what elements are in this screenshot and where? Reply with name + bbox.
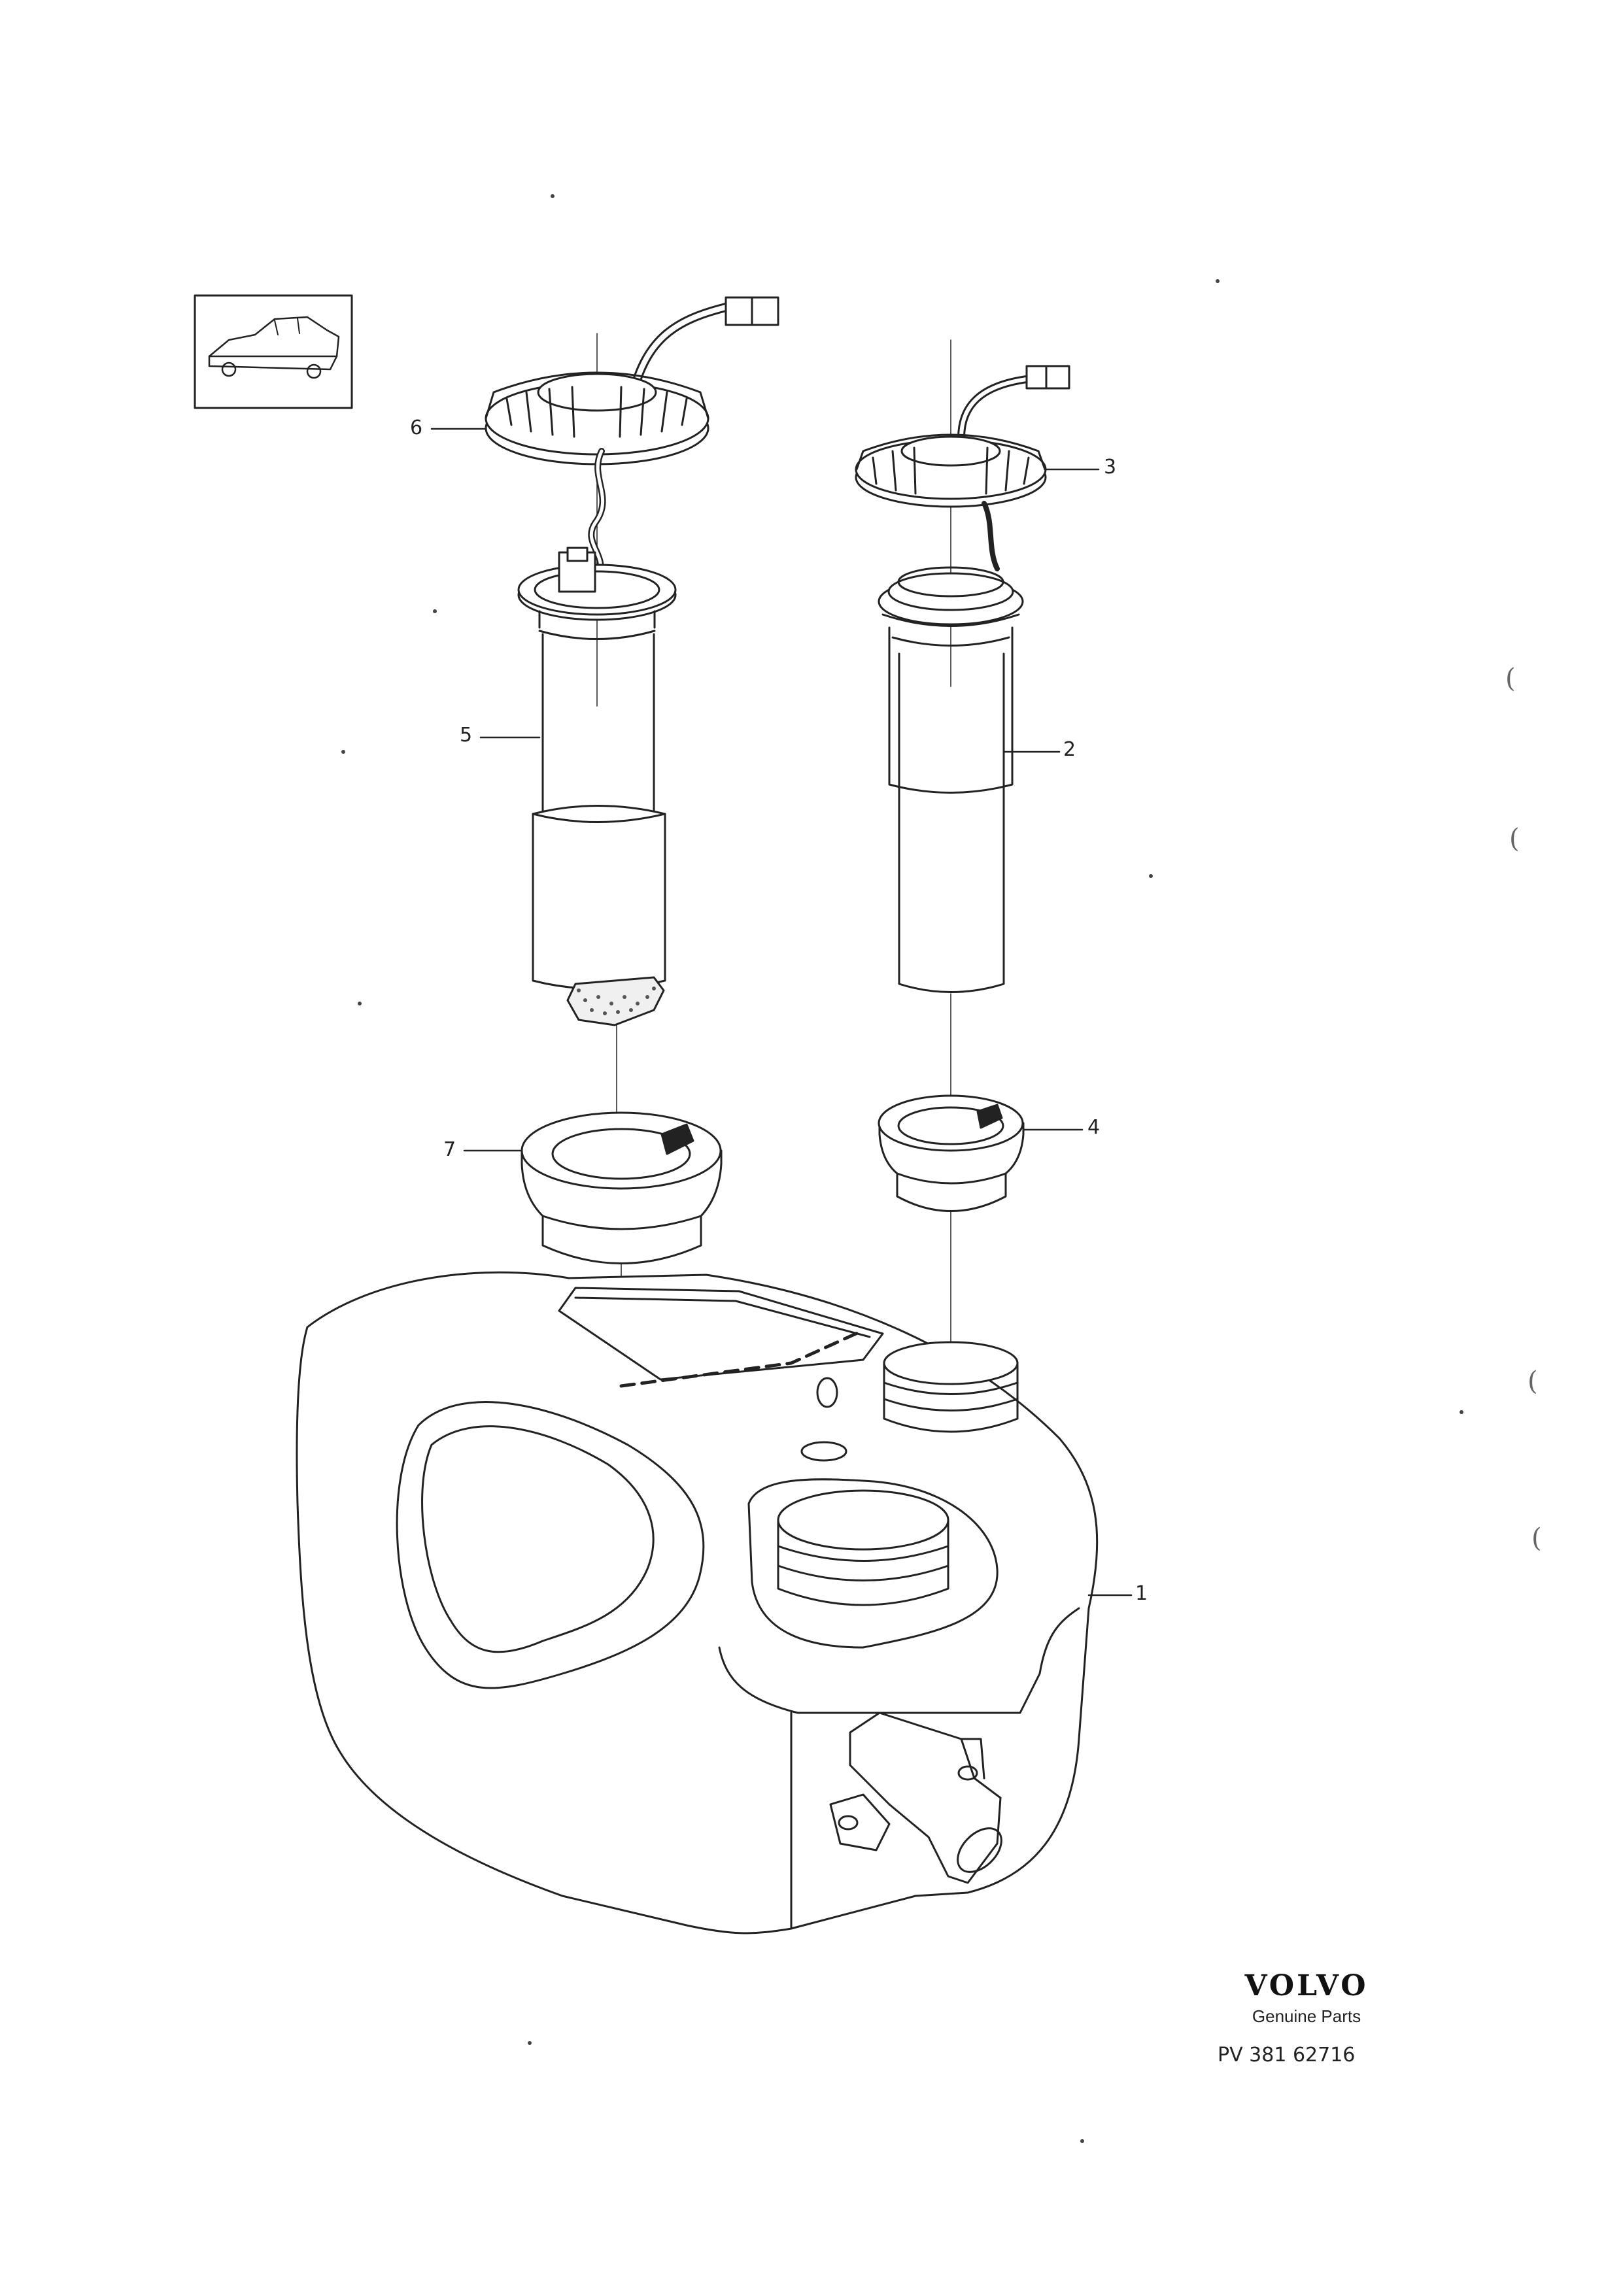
sedan-car-icon bbox=[194, 294, 353, 409]
brand-subtitle: Genuine Parts bbox=[1252, 2006, 1361, 2026]
callout-leaders bbox=[430, 428, 1133, 1596]
callout-1: 1 bbox=[1135, 1582, 1148, 1605]
fuel-pump bbox=[517, 448, 677, 1026]
brand-block: VOLVO Genuine Parts bbox=[1208, 1969, 1405, 2027]
fuel-tank bbox=[296, 1271, 1099, 1934]
callout-6: 6 bbox=[410, 416, 423, 439]
margin-mark: ( bbox=[1509, 824, 1520, 854]
callout-4: 4 bbox=[1087, 1116, 1101, 1139]
pv-number: PV 381 62716 bbox=[1218, 2044, 1356, 2067]
margin-mark: ( bbox=[1505, 664, 1516, 694]
callout-5: 5 bbox=[460, 724, 473, 747]
callout-7: 7 bbox=[443, 1138, 456, 1161]
pump-lock-ring bbox=[485, 296, 779, 465]
callout-2: 2 bbox=[1063, 738, 1076, 761]
callout-3: 3 bbox=[1104, 456, 1117, 479]
margin-mark: ( bbox=[1528, 1366, 1538, 1396]
sender-tube bbox=[878, 501, 1024, 993]
sender-grommet bbox=[878, 1094, 1025, 1212]
assembly-dashed-line bbox=[619, 1328, 865, 1388]
volvo-logo: VOLVO bbox=[1244, 1969, 1369, 2002]
pump-grommet bbox=[521, 1111, 723, 1264]
sender-lock-ring bbox=[855, 365, 1070, 508]
margin-mark: ( bbox=[1531, 1523, 1542, 1553]
scan-specks bbox=[341, 194, 1463, 2143]
